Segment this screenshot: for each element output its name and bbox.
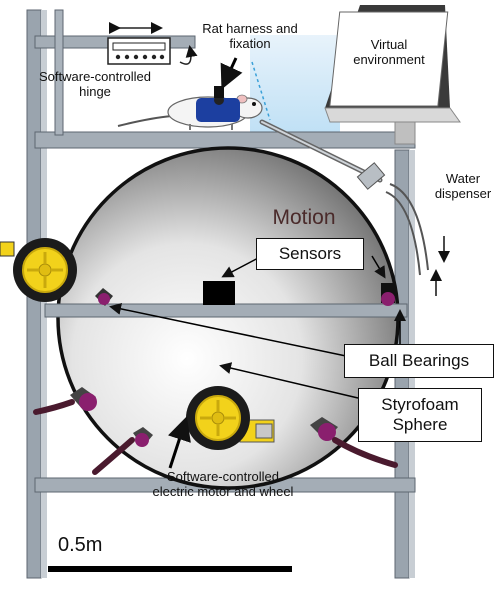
- hinge-device: [107, 22, 198, 65]
- sensors-label-box: Sensors: [256, 238, 364, 270]
- hinge-label: Software-controlled hinge: [39, 69, 151, 99]
- screen-glow: [250, 35, 340, 135]
- rat: [117, 86, 263, 130]
- sphere-label-line1: Styrofoam: [381, 395, 459, 414]
- projection-line: [251, 61, 271, 121]
- motion-label: Motion: [272, 206, 336, 229]
- sphere-arrow: [219, 362, 359, 399]
- sensors-label: Sensors: [278, 244, 342, 263]
- sphere-label-box: Styrofoam Sphere: [358, 388, 482, 442]
- middle-shelf: [44, 303, 408, 318]
- motion-sensor: [203, 281, 235, 305]
- sphere-label-line2: Sphere: [392, 415, 448, 434]
- sensors-arrow: [221, 255, 263, 278]
- bearings-arrow-left: [109, 302, 347, 357]
- water-dispenser-label: Water dispenser: [434, 171, 492, 201]
- harness-label: Rat harness and fixation: [202, 21, 298, 51]
- harness-arrow: [220, 57, 243, 90]
- motor-label-line2: electric motor and wheel: [152, 483, 294, 499]
- monitor: [324, 5, 461, 145]
- water-dispenser: [259, 119, 450, 296]
- motor-wheel: [186, 386, 275, 450]
- motor-label-line1: Software-controlled: [167, 469, 279, 484]
- bearings-label-box: Ball Bearings: [344, 344, 494, 378]
- ball-bearings: [33, 288, 398, 475]
- bearings-label: Ball Bearings: [368, 351, 470, 370]
- sensors-arrow-right: [371, 255, 386, 279]
- virtual-environment-label: Virtual environment: [353, 37, 425, 67]
- motor-arrow: [168, 416, 191, 469]
- scale-label: 0.5m: [58, 534, 103, 556]
- left-wheel: [0, 238, 77, 302]
- scale-bar: [48, 566, 292, 572]
- motor-label: Software-controlled electric motor and w…: [128, 469, 318, 500]
